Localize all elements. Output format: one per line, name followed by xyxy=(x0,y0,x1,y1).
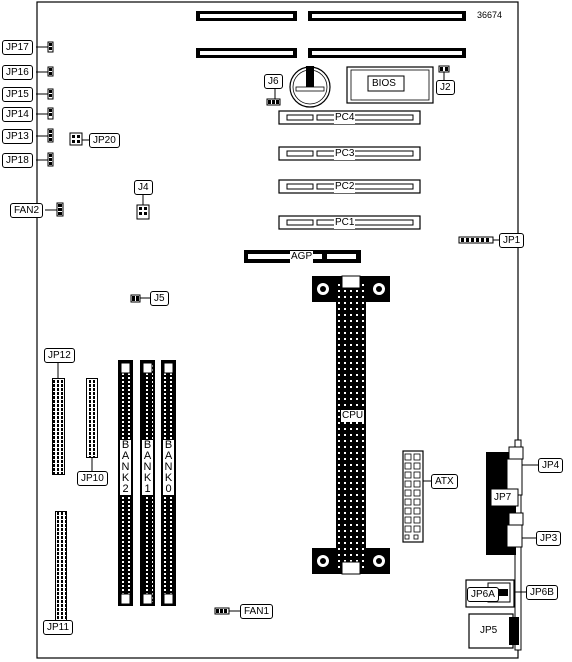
fan1-header xyxy=(214,607,230,615)
left-jumpers xyxy=(47,41,54,167)
label-bios: BIOS xyxy=(372,78,396,89)
label-atx: ATX xyxy=(431,474,458,489)
jp20-header xyxy=(69,132,83,146)
j4-header xyxy=(136,204,150,220)
leader-lines xyxy=(36,46,539,627)
label-pc3: PC3 xyxy=(334,148,356,160)
label-jp14: JP14 xyxy=(2,107,33,122)
pci-slots xyxy=(278,110,421,230)
fan2-header xyxy=(56,202,64,217)
label-bank0: BANK0 xyxy=(163,439,174,495)
label-jp15: JP15 xyxy=(2,87,33,102)
jp11-header xyxy=(55,511,67,621)
j2-header xyxy=(438,65,450,73)
label-bank1: BANK1 xyxy=(142,439,153,495)
label-jp6b: JP6B xyxy=(526,585,558,600)
label-bank2: BANK2 xyxy=(120,439,131,495)
jp1-header xyxy=(458,236,494,244)
label-jp1: JP1 xyxy=(499,233,525,248)
isa-slots xyxy=(196,11,466,58)
jp12-header xyxy=(52,378,65,475)
battery xyxy=(289,66,331,108)
label-jp18: JP18 xyxy=(2,153,33,168)
label-jp12: JP12 xyxy=(44,348,75,363)
label-j6: J6 xyxy=(264,74,283,89)
label-jp7: JP7 xyxy=(494,492,512,503)
label-jp11: JP11 xyxy=(43,620,74,635)
label-jp13: JP13 xyxy=(2,129,33,144)
label-jp10: JP10 xyxy=(77,471,108,486)
label-jp4: JP4 xyxy=(538,458,564,473)
label-jp5: JP5 xyxy=(480,625,498,636)
label-j2: J2 xyxy=(436,80,455,95)
label-jp16: JP16 xyxy=(2,65,33,80)
label-jp20: JP20 xyxy=(89,133,120,148)
label-pc1: PC1 xyxy=(334,217,356,229)
board-outline xyxy=(36,1,519,659)
label-cpu: CPU xyxy=(341,410,365,422)
jp5-connector xyxy=(468,613,519,649)
label-j5: J5 xyxy=(150,291,169,306)
back-panel-io xyxy=(486,446,524,555)
label-fan1: FAN1 xyxy=(240,604,274,619)
label-j4: J4 xyxy=(134,180,153,195)
label-jp17: JP17 xyxy=(2,40,33,55)
j6-header xyxy=(266,98,281,106)
label-pc2: PC2 xyxy=(334,181,356,193)
label-fan2: FAN2 xyxy=(10,203,44,218)
label-jp6a: JP6A xyxy=(467,587,499,602)
board-number: 36674 xyxy=(477,10,503,20)
label-agp: AGP xyxy=(290,251,314,263)
j5-header xyxy=(130,294,141,303)
label-pc4: PC4 xyxy=(334,112,356,124)
atx-power-connector xyxy=(402,450,424,543)
cpu-slot xyxy=(312,275,390,575)
bios-chip xyxy=(346,66,434,104)
jp10-header xyxy=(86,378,98,458)
label-jp3: JP3 xyxy=(536,531,562,546)
